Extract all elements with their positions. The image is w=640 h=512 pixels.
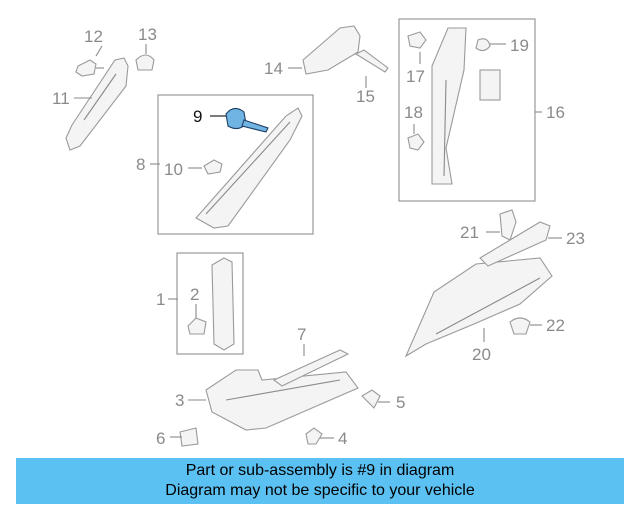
part-22-nut [509, 317, 531, 335]
part-7-sill [272, 349, 350, 387]
part-17-bolt [407, 31, 427, 49]
part-9-clip-highlighted [225, 107, 269, 133]
part-21-clip [499, 209, 517, 241]
callout-19: 19 [510, 36, 529, 55]
callout-17: 17 [406, 67, 425, 86]
part-13-pin [135, 54, 155, 71]
callout-16: 16 [546, 103, 565, 122]
part-16-pillar-trim [431, 27, 467, 185]
banner-line-2: Diagram may not be specific to your vehi… [165, 482, 475, 499]
callout-3: 3 [175, 391, 184, 410]
part-1-pillar-trim [211, 257, 235, 351]
part-4-clip [305, 427, 323, 445]
callout-13: 13 [138, 25, 157, 44]
callout-15: 15 [356, 87, 375, 106]
part-15-screw [354, 49, 389, 73]
part-12-clip [75, 59, 104, 77]
callout-20: 20 [472, 345, 491, 364]
part-8-pillar-trim [195, 107, 303, 229]
part-3-lower-trim [205, 369, 359, 431]
part-20-scuff-plate [404, 257, 553, 358]
banner-line-1: Part or sub-assembly is #9 in diagram [185, 462, 455, 479]
part-23-sill-plate [479, 221, 551, 267]
part-2-clip [187, 317, 207, 335]
callout-12: 12 [84, 27, 103, 46]
part-11-trim [65, 57, 129, 151]
callout-5: 5 [396, 393, 405, 412]
info-banner: Part or sub-assembly is #9 in diagram Di… [16, 458, 624, 504]
callout-14: 14 [264, 59, 283, 78]
part-19-grommet [475, 38, 501, 101]
callout-9: 9 [193, 107, 202, 126]
part-10-clip [203, 159, 223, 175]
callout-2: 2 [190, 285, 199, 304]
callout-18: 18 [404, 103, 423, 122]
part-14-cap [302, 25, 361, 75]
callout-1: 1 [156, 290, 165, 309]
part-5-clip [361, 389, 381, 409]
part-6-cover [179, 427, 199, 447]
callout-7: 7 [297, 325, 306, 344]
callout-21: 21 [460, 223, 479, 242]
callout-4: 4 [338, 429, 347, 448]
callout-10: 10 [164, 160, 183, 179]
callout-8: 8 [136, 155, 145, 174]
callout-6: 6 [156, 429, 165, 448]
part-18-clip [407, 133, 425, 151]
callout-22: 22 [546, 316, 565, 335]
callout-23: 23 [566, 229, 585, 248]
group-box-1 [176, 252, 244, 355]
callout-11: 11 [52, 89, 70, 108]
parts-diagram: 12 13 11 14 15 9 8 10 1 2 7 3 5 6 4 17 1… [52, 18, 585, 448]
group-box-16 [398, 18, 536, 202]
